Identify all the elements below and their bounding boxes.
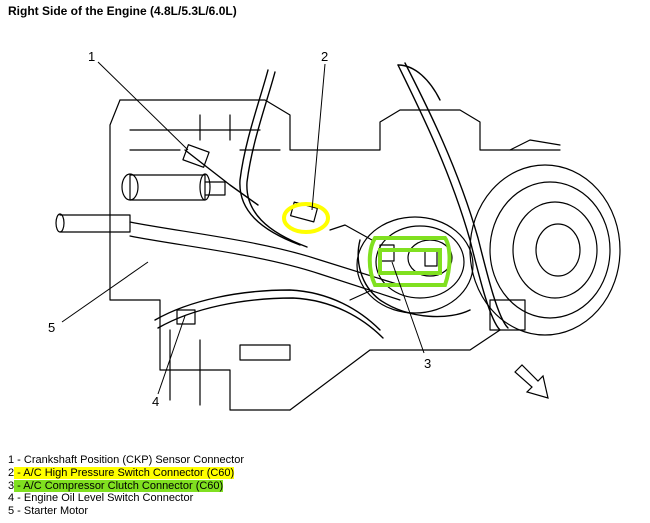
green-highlight	[367, 236, 452, 287]
legend-separator: -	[14, 492, 24, 505]
legend-separator: -	[14, 479, 24, 492]
legend-number: 5	[8, 505, 15, 518]
legend-number: 2	[8, 466, 15, 479]
legend-separator: -	[14, 454, 24, 466]
leader-line-4	[157, 315, 186, 395]
callout-5: 5	[48, 320, 56, 335]
legend: 1 - Crankshaft Position (CKP) Sensor Con…	[8, 454, 244, 518]
yellow-highlight	[282, 202, 330, 234]
legend-item-1: 1 - Crankshaft Position (CKP) Sensor Con…	[8, 454, 244, 467]
page-title: Right Side of the Engine (4.8L/5.3L/6.0L…	[8, 4, 237, 18]
callout-3: 3	[424, 356, 432, 371]
leader-line-2	[311, 63, 326, 211]
engine-diagram	[55, 61, 621, 411]
engine-block	[109, 99, 561, 411]
legend-text: Crankshaft Position (CKP) Sensor Connect…	[23, 454, 245, 466]
legend-item-2: 2 - A/C High Pressure Switch Connector (…	[8, 466, 244, 480]
leader-line-5	[61, 261, 149, 323]
legend-item-5: 5 - Starter Motor	[8, 505, 244, 518]
legend-text: Starter Motor	[23, 505, 89, 518]
legend-text: A/C Compressor Clutch Connector (C60)	[23, 479, 224, 492]
legend-number: 4	[8, 492, 15, 505]
legend-highlight: - A/C High Pressure Switch Connector (C6…	[14, 466, 235, 479]
leader-line-1	[97, 61, 189, 151]
callout-4: 4	[152, 394, 160, 409]
legend-separator: -	[14, 505, 24, 518]
wiring-harness	[154, 62, 509, 339]
legend-text: Engine Oil Level Switch Connector	[23, 492, 194, 505]
ac-compressor	[329, 139, 621, 336]
starter-motor	[55, 173, 401, 301]
direction-arrow	[514, 364, 549, 399]
callout-1: 1	[88, 49, 96, 64]
legend-highlight: - A/C Compressor Clutch Connector (C60)	[14, 479, 224, 492]
legend-separator: -	[14, 466, 24, 479]
legend-number: 1	[8, 454, 15, 466]
legend-item-3: 3 - A/C Compressor Clutch Connector (C60…	[8, 479, 244, 493]
legend-number: 3	[8, 479, 15, 492]
ckp-sensor-connector	[182, 144, 210, 168]
oil-level-switch-connector	[176, 309, 196, 325]
callout-2: 2	[321, 49, 329, 64]
leader-line-3	[391, 261, 425, 354]
legend-text: A/C High Pressure Switch Connector (C60)	[23, 466, 235, 479]
legend-item-4: 4 - Engine Oil Level Switch Connector	[8, 492, 244, 505]
